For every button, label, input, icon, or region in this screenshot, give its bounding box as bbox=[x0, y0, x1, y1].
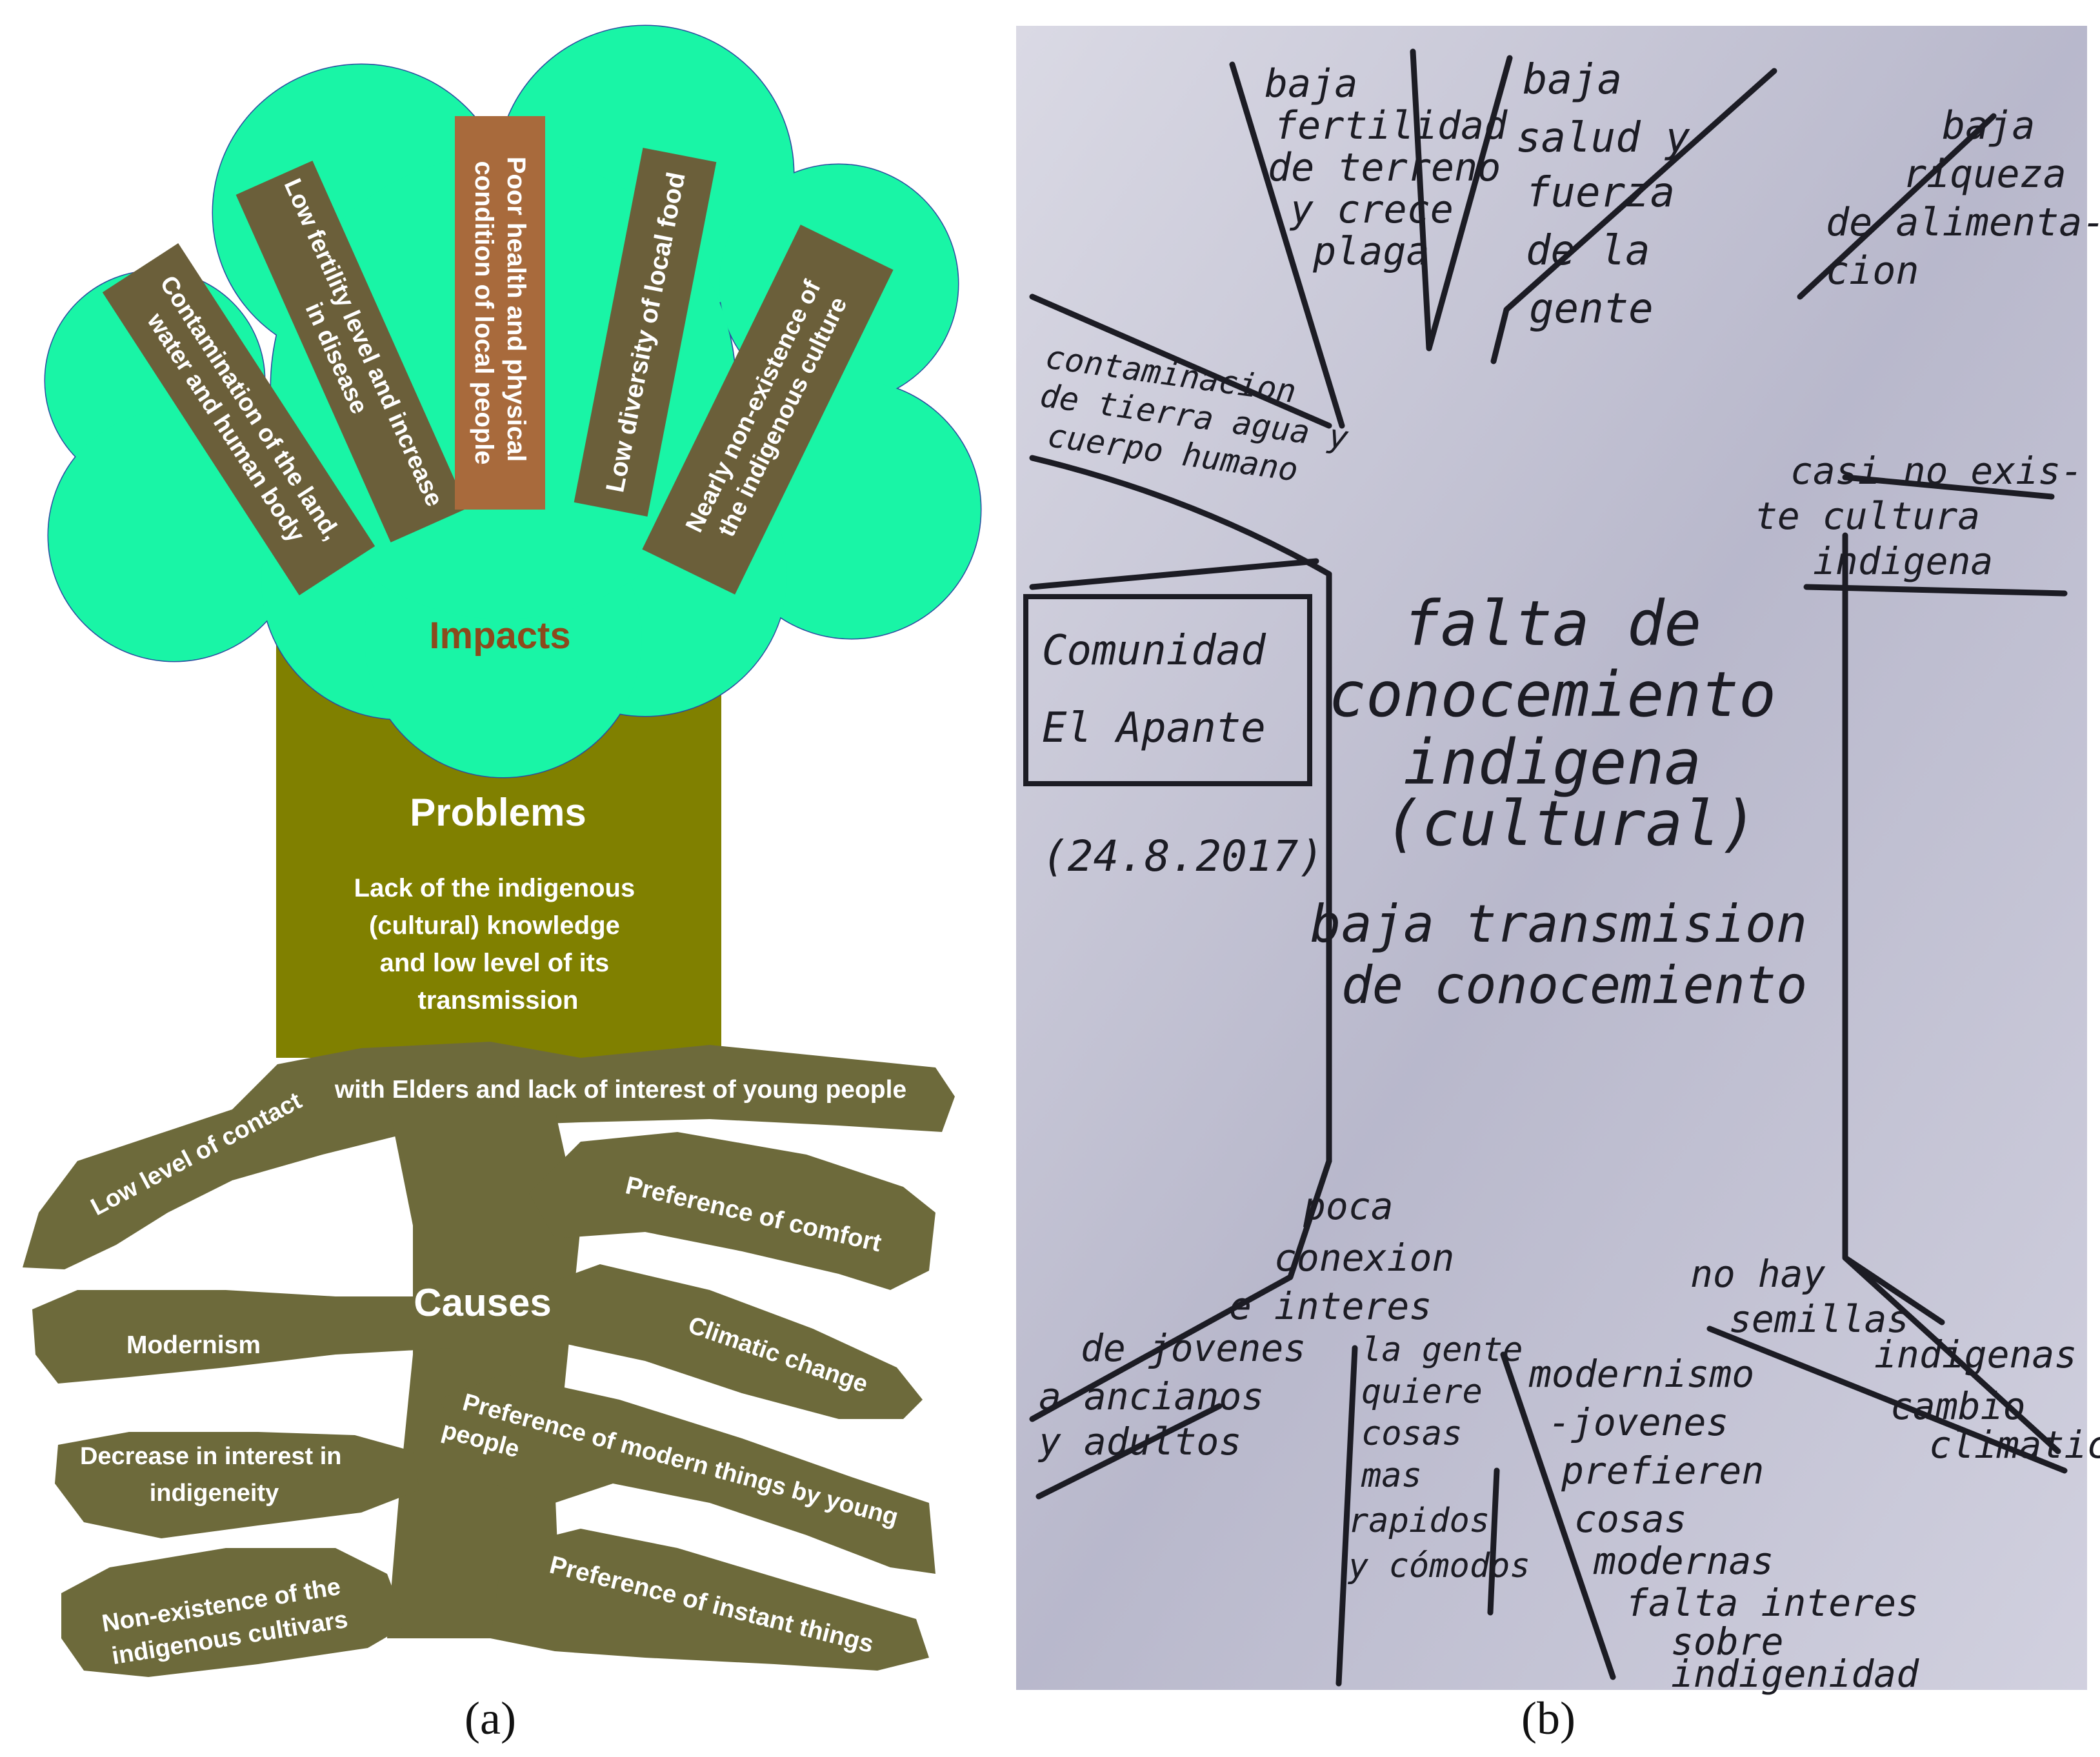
b-cause-3-line-4: cosas bbox=[1574, 1497, 1687, 1541]
problems-line-2: (cultural) knowledge bbox=[369, 911, 620, 940]
cause-2-line-1: with Elders and lack of interest of youn… bbox=[334, 1076, 906, 1104]
b-impact-1-line-3: de terreno bbox=[1268, 145, 1501, 190]
b-cause-3: modernismo -jovenes prefieren cosas mode… bbox=[1528, 1352, 1941, 1696]
cause-4-line-1: Modernism bbox=[126, 1331, 261, 1359]
roots bbox=[23, 1042, 955, 1677]
b-cause-2-line-1: la gente bbox=[1361, 1331, 1523, 1369]
b-impact-2-line-5: gente bbox=[1529, 285, 1654, 333]
b-cause-2-line-3: cosas bbox=[1361, 1415, 1463, 1453]
b-impact-1: baja fertilidad de terreno y crece plaga bbox=[1265, 61, 1530, 274]
b-impact-1-line-5: plaga bbox=[1312, 229, 1430, 274]
b-impact-5-line-3: indigena bbox=[1813, 539, 1993, 583]
community-box bbox=[1023, 594, 1312, 786]
b-impact-3-line-1: baja bbox=[1942, 103, 2035, 148]
impact-3-line-1: Poor health and physical bbox=[502, 157, 530, 462]
b-cause-3-line-7: sobre bbox=[1671, 1620, 1784, 1663]
b-cause-1-line-1: poca bbox=[1303, 1184, 1394, 1228]
b-cause-5-line-2: climatico bbox=[1929, 1423, 2100, 1467]
svg-text:with Elders and lack of intere: with Elders and lack of interest of youn… bbox=[334, 1076, 906, 1104]
b-cause-4: no hay semillas indigenas bbox=[1690, 1252, 2077, 1376]
problems-title: Problems bbox=[410, 791, 586, 834]
problems-line-4: transmission bbox=[418, 986, 579, 1015]
impacts-title: Impacts bbox=[429, 615, 570, 657]
problems-line-3: and low level of its bbox=[380, 949, 610, 977]
caption-a: (a) bbox=[465, 1692, 516, 1744]
b-cause-2-line-2: quiere bbox=[1361, 1373, 1483, 1411]
cause-6-line-1: Decrease in interest in bbox=[80, 1443, 342, 1470]
svg-text:Poor health and physical: Poor health and physical condition of lo… bbox=[470, 157, 530, 470]
problem-line-2: conocemiento bbox=[1328, 659, 1776, 731]
b-cause-2: la gente quiere cosas mas rapidos y cómo… bbox=[1348, 1331, 1543, 1585]
b-cause-2-line-5: rapidos bbox=[1348, 1502, 1490, 1540]
b-cause-2-line-6: y cómodos bbox=[1348, 1547, 1530, 1585]
b-impact-2-line-2: salud y bbox=[1516, 114, 1690, 162]
b-cause-1-line-3: e interes bbox=[1229, 1284, 1432, 1328]
b-cause-3-line-6: falta interes bbox=[1626, 1581, 1919, 1625]
b-impact-2-line-4: de la bbox=[1526, 227, 1650, 275]
b-cause-1-line-5: a ancianos bbox=[1039, 1375, 1264, 1418]
trunk bbox=[276, 645, 721, 1058]
transmission-line-2: de conocemiento bbox=[1341, 955, 1807, 1015]
b-cause-1-line-6: y adultos bbox=[1037, 1420, 1241, 1464]
panel-b: Comunidad El Apante (24.8.2017) falta de… bbox=[1016, 26, 2100, 1744]
b-cause-4-line-2: semillas bbox=[1729, 1297, 1909, 1341]
b-cause-3-line-2: -jovenes bbox=[1548, 1400, 1728, 1444]
b-cause-3-line-5: modernas bbox=[1593, 1539, 1774, 1583]
b-cause-5-line-1: cambio bbox=[1890, 1384, 2026, 1428]
community-box-text: Comunidad El Apante bbox=[1042, 627, 1290, 752]
b-cause-3-line-1: modernismo bbox=[1528, 1352, 1754, 1396]
problems-text: Lack of the indigenous (cultural) knowle… bbox=[354, 874, 643, 1015]
community-line-1: Comunidad bbox=[1042, 627, 1266, 675]
svg-text:Modernism: Modernism bbox=[126, 1331, 261, 1359]
transmission-line-1: baja transmision bbox=[1310, 894, 1808, 954]
caption-b: (b) bbox=[1521, 1692, 1575, 1744]
b-cause-3-line-3: prefieren bbox=[1561, 1449, 1764, 1493]
b-impact-5: casi no exis- te cultura indigena bbox=[1755, 449, 2100, 583]
problem-text: falta de conocemiento indigena (cultural… bbox=[1328, 588, 1813, 860]
svg-text:Decrease in interest in: Decrease in interest in indigeneity bbox=[80, 1443, 348, 1507]
b-impact-3-line-2: riqueza bbox=[1903, 152, 2066, 197]
b-impact-2-line-3: fuerza bbox=[1526, 169, 1675, 217]
b-cause-1: poca conexion e interes de jovenes a anc… bbox=[1037, 1184, 1477, 1464]
b-cause-5: cambio climatico bbox=[1890, 1384, 2100, 1467]
b-impact-1-line-4: y crece bbox=[1289, 187, 1454, 232]
problem-line-4: (cultural) bbox=[1385, 788, 1757, 860]
b-cause-4-line-1: no hay bbox=[1690, 1252, 1826, 1296]
transmission-text: baja transmision de conocemiento bbox=[1310, 894, 1839, 1015]
b-cause-3-line-8: indigenidad bbox=[1671, 1652, 1919, 1696]
problem-line-1: falta de bbox=[1403, 588, 1701, 660]
hand-drawn-tree bbox=[1029, 48, 2068, 1687]
b-impact-3-line-3: de alimenta- bbox=[1826, 200, 2100, 245]
problem-line-3: indigena bbox=[1403, 726, 1701, 799]
b-cause-1-line-2: conexion bbox=[1274, 1236, 1454, 1280]
b-cause-4-line-3: indigenas bbox=[1874, 1333, 2077, 1376]
b-cause-1-line-4: de jovenes bbox=[1081, 1326, 1306, 1370]
b-impact-2-line-1: baja bbox=[1523, 56, 1622, 104]
panel-a: Contamination of the land, water and hum… bbox=[23, 25, 982, 1744]
impact-bar-3: Poor health and physical condition of lo… bbox=[455, 116, 545, 510]
impact-3-line-2: condition of local people bbox=[470, 161, 498, 464]
cause-6-line-2: indigeneity bbox=[150, 1480, 279, 1507]
b-impact-3-line-4: cion bbox=[1826, 248, 1919, 293]
b-impact-1-line-2: fertilidad bbox=[1274, 103, 1508, 148]
community-line-2: El Apante bbox=[1042, 704, 1266, 752]
b-cause-2-line-4: mas bbox=[1361, 1456, 1422, 1495]
causes-title: Causes bbox=[414, 1281, 551, 1324]
date: (24.8.2017) bbox=[1042, 831, 1324, 881]
b-impact-2: baja salud y fuerza de la gente bbox=[1516, 56, 1715, 333]
b-impact-1-line-1: baja bbox=[1265, 61, 1358, 106]
b-impact-5-line-1: casi no exis- bbox=[1790, 449, 2083, 493]
problems-line-1: Lack of the indigenous bbox=[354, 874, 635, 902]
b-impact-5-line-2: te cultura bbox=[1755, 494, 1980, 538]
b-impact-3: baja riqueza de alimenta- cion bbox=[1826, 103, 2100, 293]
